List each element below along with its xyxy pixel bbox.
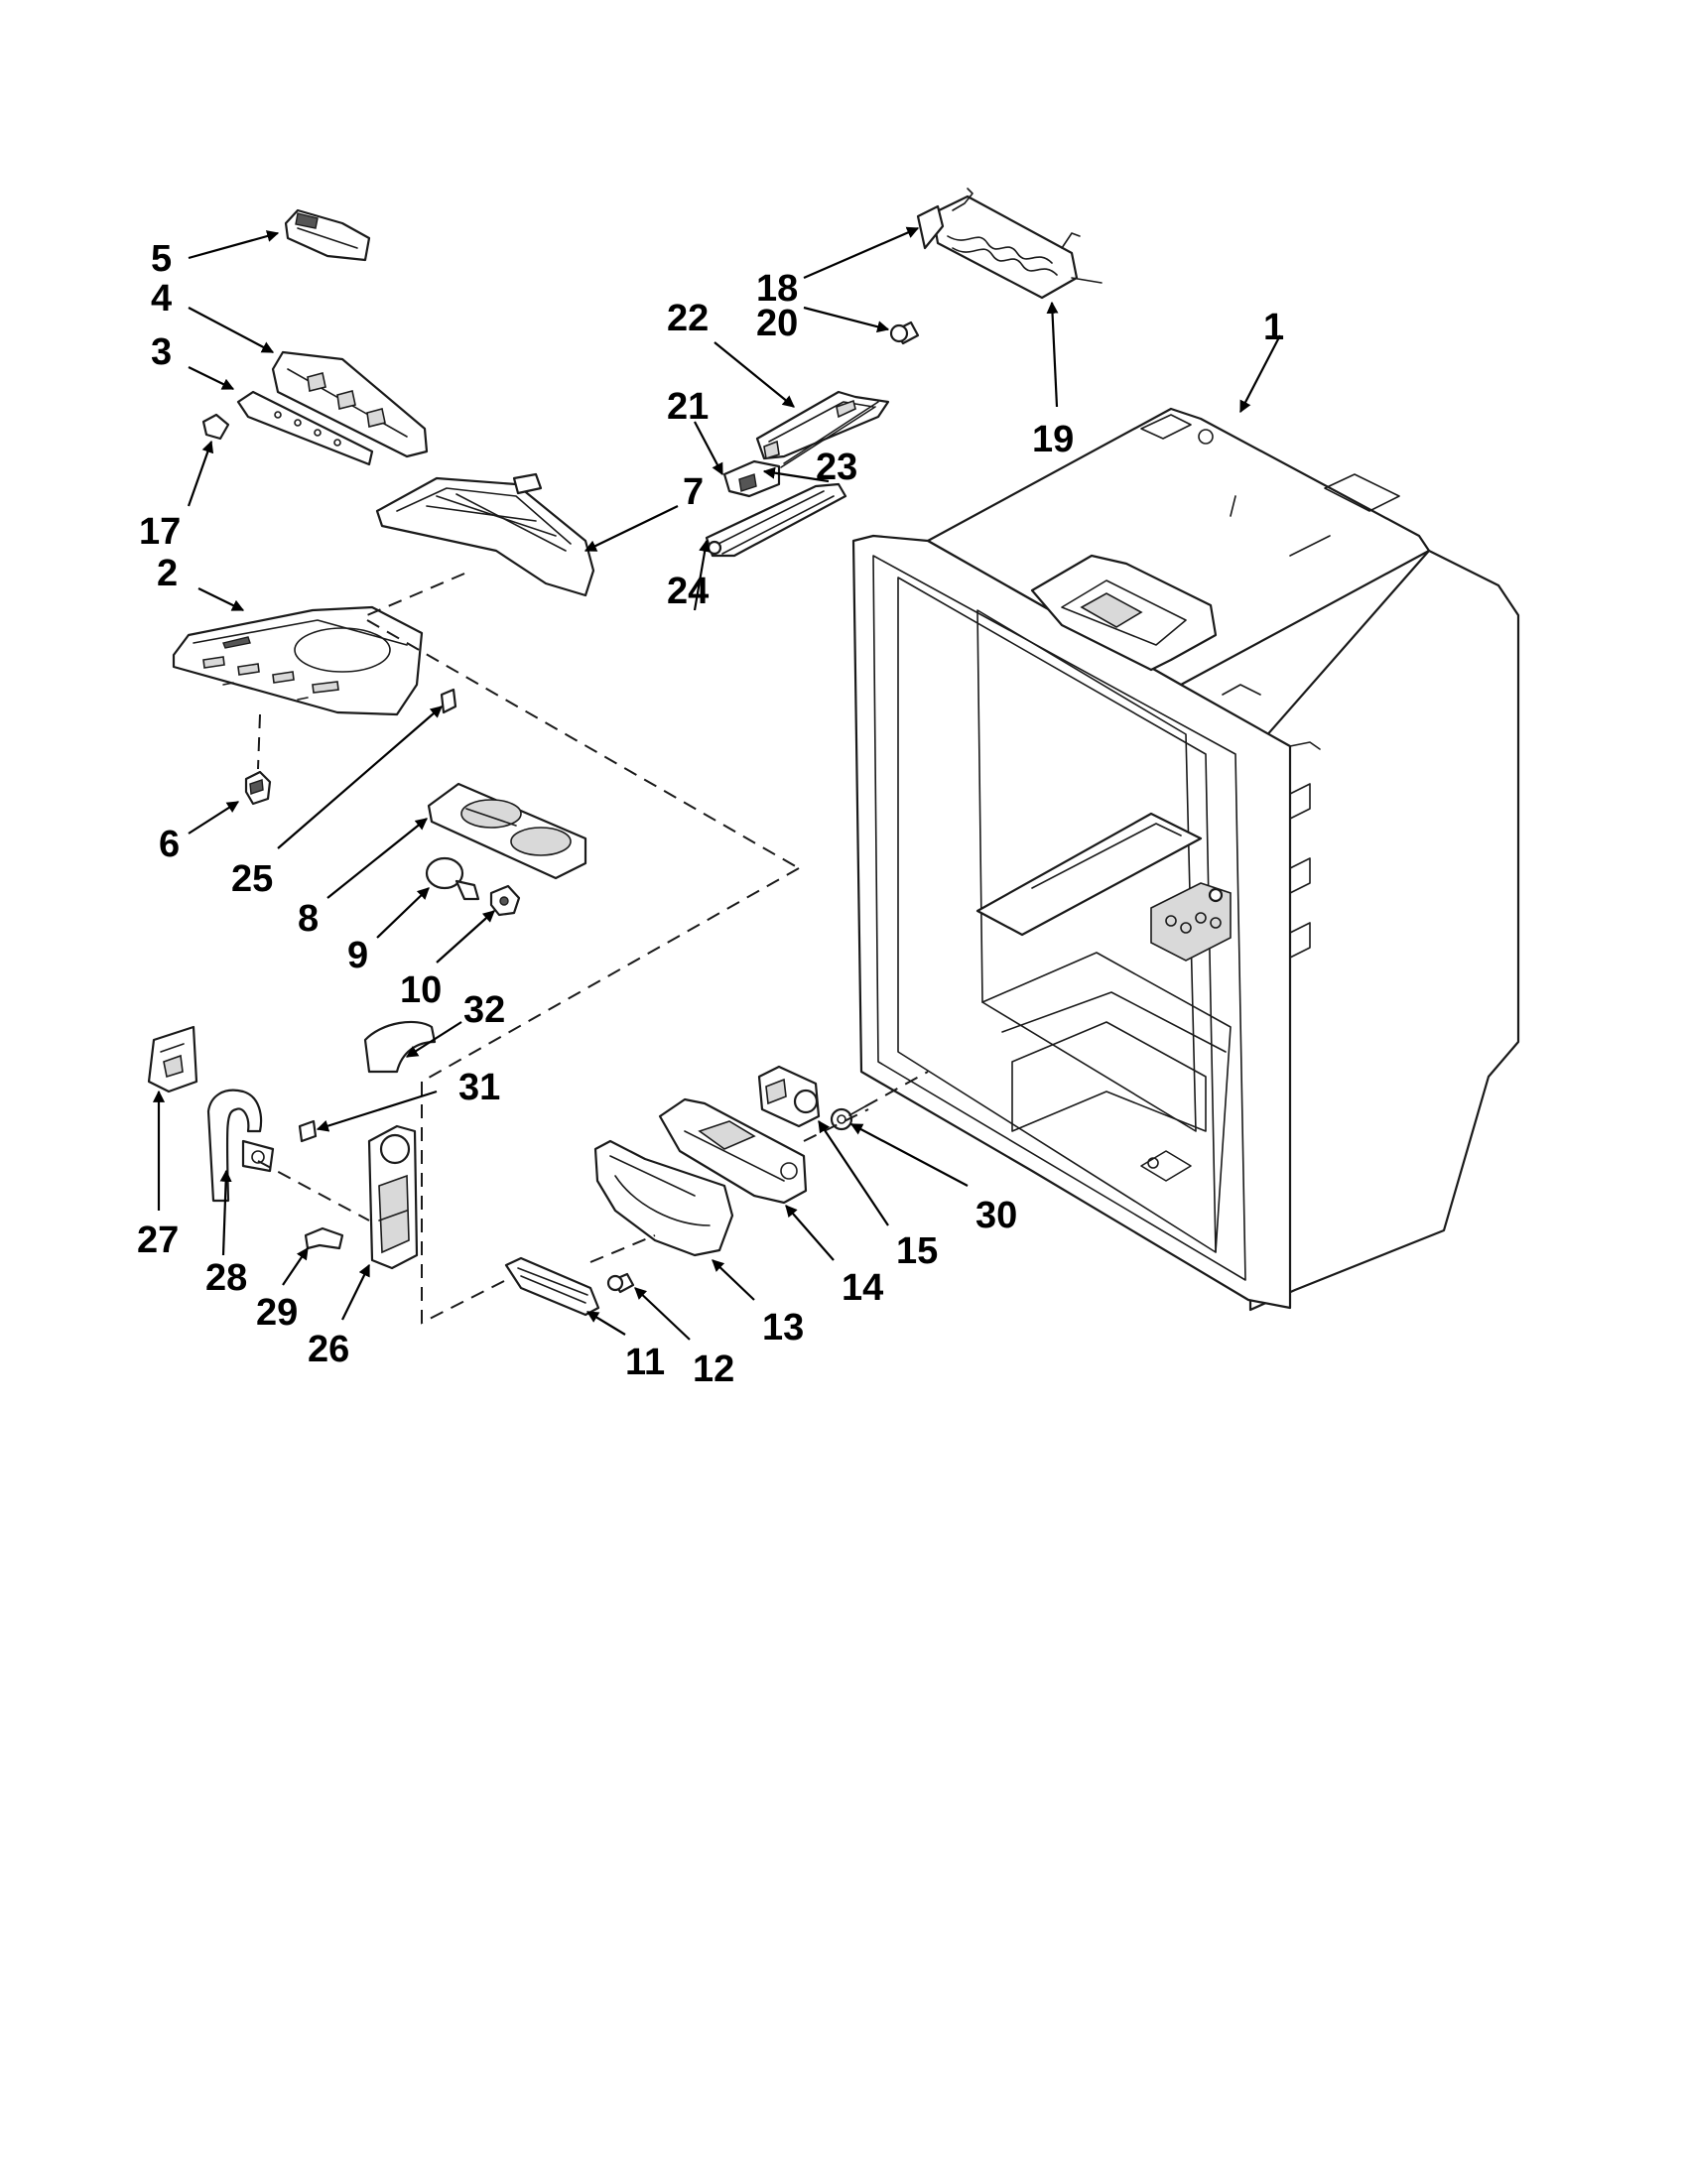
leader-21 [694, 421, 723, 476]
callout-20: 20 [756, 303, 798, 344]
part-channel-24 [705, 482, 847, 558]
part-screw-20 [889, 321, 920, 345]
leader-3 [188, 366, 235, 390]
part-9 [425, 856, 480, 901]
part-bracket-22 [755, 390, 890, 460]
leader-20 [803, 306, 890, 333]
part-4 [271, 350, 429, 458]
part-3 [236, 390, 374, 466]
callout-26: 26 [308, 1329, 349, 1370]
callout-2: 2 [157, 553, 178, 594]
callout-10: 10 [400, 969, 442, 1011]
callout-30: 30 [975, 1195, 1017, 1236]
leader-22 [714, 341, 795, 408]
callout-numbers: 1 2 3 4 5 6 7 8 9 10 11 12 13 14 15 17 1… [137, 238, 1284, 1390]
leader-25 [277, 706, 443, 849]
part-sensor-wire [722, 401, 879, 498]
callout-8: 8 [298, 898, 319, 940]
callout-12: 12 [693, 1349, 734, 1390]
part-6 [244, 770, 272, 806]
callout-29: 29 [256, 1292, 298, 1334]
callout-11: 11 [625, 1342, 665, 1383]
part-29 [304, 1226, 344, 1250]
callout-4: 4 [151, 278, 172, 320]
part-27 [147, 1025, 198, 1093]
callout-7: 7 [683, 471, 704, 513]
leader-28 [219, 1169, 232, 1256]
callout-17: 17 [139, 511, 181, 553]
leader-lines [152, 226, 1281, 1341]
leader-19 [1046, 301, 1059, 408]
part-32 [363, 1020, 437, 1074]
part-30 [830, 1105, 866, 1131]
part-25 [440, 688, 457, 714]
assembly-dashed-lines [257, 573, 929, 1325]
leader-10 [436, 910, 495, 964]
leader-31 [316, 1090, 438, 1132]
leader-29 [282, 1246, 309, 1286]
callout-14: 14 [842, 1267, 883, 1309]
leader-9 [376, 887, 430, 939]
leader-6 [188, 801, 240, 835]
part-11 [504, 1256, 600, 1317]
leader-18 [803, 226, 920, 280]
callout-15: 15 [896, 1230, 938, 1272]
leader-32 [405, 1021, 462, 1058]
part-8 [427, 782, 587, 880]
part-heater-coil [916, 188, 1103, 300]
part-screw-12 [606, 1272, 635, 1294]
leader-13 [712, 1259, 755, 1301]
callout-28: 28 [205, 1257, 247, 1299]
leader-8 [326, 818, 428, 899]
callout-6: 6 [159, 824, 180, 865]
callout-31: 31 [458, 1067, 500, 1108]
part-7 [375, 472, 595, 597]
part-17 [201, 413, 230, 441]
callout-5: 5 [151, 238, 172, 280]
part-10 [489, 884, 521, 917]
part-5 [284, 208, 371, 262]
callout-19: 19 [1032, 419, 1074, 460]
callout-25: 25 [231, 858, 273, 900]
callout-1: 1 [1263, 307, 1284, 348]
leader-14 [785, 1205, 835, 1261]
leader-4 [188, 307, 275, 353]
leader-7 [584, 505, 679, 552]
part-13 [593, 1139, 734, 1257]
callout-27: 27 [137, 1220, 179, 1261]
callout-23: 23 [816, 447, 857, 488]
callout-13: 13 [762, 1307, 804, 1349]
part-31 [298, 1119, 318, 1143]
leader-26 [341, 1263, 370, 1321]
part-14 [658, 1097, 808, 1205]
callout-18: 18 [756, 268, 798, 310]
leader-5 [188, 230, 280, 260]
leader-23 [762, 466, 830, 483]
leader-12 [634, 1287, 691, 1341]
part-26 [367, 1124, 419, 1270]
part-28 [206, 1089, 275, 1203]
callout-32: 32 [463, 989, 505, 1031]
leader-17 [187, 440, 214, 507]
callout-24: 24 [667, 571, 709, 612]
callout-9: 9 [347, 935, 368, 976]
part-2 [172, 605, 424, 716]
leader-1 [1239, 334, 1281, 414]
leader-15 [818, 1119, 889, 1226]
leader-11 [585, 1311, 626, 1336]
part-15 [757, 1065, 821, 1128]
callout-3: 3 [151, 331, 172, 373]
leader-24 [693, 539, 712, 611]
callout-21: 21 [667, 386, 709, 428]
leader-30 [849, 1123, 969, 1187]
cabinet-liner [851, 407, 1520, 1312]
callout-22: 22 [667, 298, 709, 339]
leader-2 [197, 587, 245, 611]
